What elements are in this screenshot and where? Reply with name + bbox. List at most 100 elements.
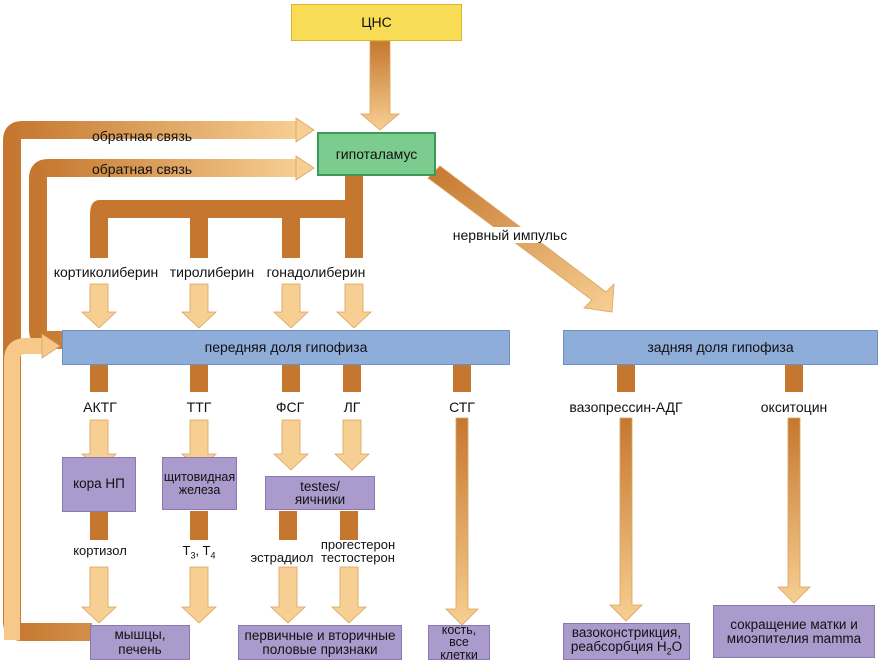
vaso-tail: O (671, 638, 683, 654)
oxytocin-label: окситоцин (758, 399, 830, 415)
t3-t4-label: T3, T4 (182, 543, 216, 561)
corticoliberin-label: кортиколиберин (51, 264, 161, 280)
anterior-pituitary-label: передняя доля гипофиза (204, 339, 368, 356)
oxytocin-stub (785, 365, 803, 392)
gonads-label-2: яичники (294, 492, 346, 507)
hypothalamus-box: гипоталамус (317, 132, 436, 176)
feedback-arrow-inner (29, 159, 298, 349)
gonads-box: testes/яичники (265, 476, 375, 510)
t4-subscript: 4 (210, 550, 216, 561)
gonadoliberin-label: гонадолиберин (264, 264, 368, 280)
fsh-arrow (272, 419, 310, 471)
liberin-trunk (90, 176, 363, 258)
vaso-subscript: 2 (666, 646, 672, 657)
cns-label: ЦНС (361, 14, 392, 31)
liberin-branch-gonado-1 (282, 209, 300, 258)
gonadoliberin-1-arrow (272, 283, 310, 329)
thyroid-hormone-stub (190, 511, 208, 540)
progesterone-arrow (330, 566, 368, 624)
adrenal-cortex-label: кора НП (73, 476, 125, 492)
hypothalamus-label: гипоталамус (335, 145, 418, 162)
thyroliberin-arrow-shape (180, 283, 218, 329)
progesterone-arrow-shape (330, 566, 368, 624)
feedback-arrow-anterior (3, 338, 44, 640)
muscles-liver-box: мышцы, печень (90, 625, 190, 660)
vertical-arrows (80, 40, 811, 626)
tsh-stub (190, 365, 208, 392)
cns-box: ЦНС (291, 4, 462, 41)
anterior-pituitary-box: передняя доля гипофиза (62, 330, 510, 365)
lh-label: ЛГ (343, 399, 361, 415)
bone-box: кость,все клетки (428, 622, 490, 662)
cortisol-label: кортизол (73, 543, 127, 558)
cortisol-arrow (80, 566, 118, 624)
nerve-impulse-label: нервный импульс (450, 227, 570, 243)
liberin-branch-gonado-2 (345, 200, 363, 258)
sex-traits-label-1: первичные и вторичные (244, 628, 396, 643)
t3-subscript: 3 (190, 550, 196, 561)
oxytocin-arrow (777, 417, 811, 604)
feedback-label-2: обратная связь (92, 161, 193, 177)
t3-letter: T (182, 543, 191, 558)
estradiol-stub (279, 511, 297, 540)
thyroliberin-arrow (180, 283, 218, 329)
liberin-branch-thyro (190, 209, 208, 258)
feedback-label-1: обратная связь (92, 128, 193, 144)
uterus-label-2: миоэпителия mamma (726, 630, 862, 646)
posterior-pituitary-box: задняя доля гипофиза (563, 330, 878, 365)
posterior-pituitary-label: задняя доля гипофиза (647, 339, 794, 356)
gonadoliberin-2-arrow (335, 283, 373, 329)
uterus-label-1: сокращение матки и (730, 617, 858, 632)
cns-to-hypothalamus-arrow-shape (359, 40, 401, 131)
thyroid-hormone-arrow (180, 566, 218, 624)
acth-stub (90, 365, 108, 392)
gh-arrow (445, 417, 479, 626)
vasopressin-arrow-shape (609, 417, 643, 622)
arrow-stubs (90, 365, 803, 540)
corticoliberin-arrow (80, 283, 118, 329)
vaso-text: реабсорбция H (570, 638, 667, 654)
acth-label: АКТГ (83, 399, 117, 415)
bone-label-1: кость, (441, 622, 477, 637)
oxytocin-arrow-shape (777, 417, 811, 604)
t4-letter: T (202, 543, 211, 558)
feedback-arrow-anterior-head (41, 333, 61, 359)
gh-arrow-shape (445, 417, 479, 626)
vasopressin-arrow (609, 417, 643, 622)
cortisol-arrow-shape (80, 566, 118, 624)
tsh-label: ТТГ (186, 399, 212, 415)
fsh-stub (282, 365, 300, 392)
gh-stub (453, 365, 471, 392)
vasoconstriction-box: вазоконстрикция,реабсорбция H2O (563, 623, 690, 660)
estradiol-label: эстрадиол (250, 550, 314, 565)
testosterone-label: тестостерон (321, 550, 395, 565)
feedback-arrow-inner-head (295, 155, 315, 181)
corticoliberin-arrow-shape (80, 283, 118, 329)
cortisol-stub (90, 511, 108, 540)
vasopressin-label: вазопрессин-АДГ (567, 399, 685, 415)
sex-traits-label-2: половые признаки (262, 641, 378, 657)
estradiol-arrow (269, 566, 307, 624)
bone-label-2: все клетки (440, 635, 478, 662)
cns-to-hypothalamus-arrow (359, 40, 401, 131)
thyroid-hormone-arrow-shape (180, 566, 218, 624)
estradiol-arrow-shape (269, 566, 307, 624)
gh-label: СТГ (449, 399, 475, 415)
lh-stub (343, 365, 361, 392)
thyroid-label-2: железа (178, 482, 221, 497)
gonadoliberin-2-arrow-shape (335, 283, 373, 329)
fsh-label: ФСГ (275, 399, 305, 415)
vaso-label-2: реабсорбция H2O (571, 640, 682, 657)
feedback-arrow-outer-head (295, 117, 315, 143)
lh-arrow (333, 419, 371, 471)
vaso-label-1: вазоконстрикция, (571, 625, 682, 641)
progesterone-stub (340, 511, 358, 540)
thyroliberin-label: тиролиберин (167, 264, 257, 280)
gonadoliberin-1-arrow-shape (272, 283, 310, 329)
adrenal-cortex-box: кора НП (62, 457, 136, 512)
